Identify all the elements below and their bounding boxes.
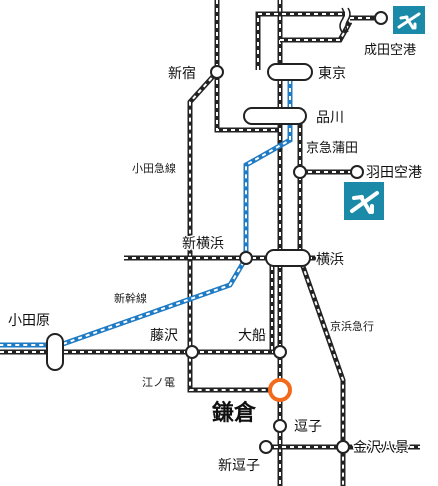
label-shin-yokohama: 新横浜 <box>182 236 224 252</box>
odakyu-line <box>187 70 276 393</box>
label-ofuna: 大船 <box>238 328 266 344</box>
yamanote-west-line <box>214 72 278 133</box>
station-marker-odawara[interactable] <box>46 333 64 371</box>
station-marker-keikyu-kamata[interactable] <box>293 165 307 179</box>
label-tokyo: 東京 <box>318 66 346 82</box>
station-labels: 新宿 東京 品川 京急蒲田 羽田空港 成田空港 新横浜 横浜 小田原 藤沢 大船… <box>7 42 424 476</box>
label-shin-zushi: 新逗子 <box>218 458 260 474</box>
label-fujisawa: 藤沢 <box>150 328 178 344</box>
label-odakyu-line: 小田急線 <box>132 161 176 175</box>
narita-line <box>255 7 380 70</box>
station-marker-narita[interactable] <box>374 11 388 25</box>
station-marker-fujisawa[interactable] <box>185 345 199 359</box>
station-marker-kamakura[interactable] <box>268 378 292 402</box>
station-marker-kanazawa-hakkei[interactable] <box>336 440 350 454</box>
label-odawara: 小田原 <box>8 313 50 329</box>
station-marker-haneda[interactable] <box>350 165 364 179</box>
label-kamakura: 鎌倉 <box>211 400 257 426</box>
station-marker-shin-zushi[interactable] <box>259 440 273 454</box>
station-marker-zushi[interactable] <box>273 419 287 433</box>
station-marker-shinjuku[interactable] <box>210 65 224 79</box>
station-marker-yokohama[interactable] <box>265 249 311 267</box>
haneda-airplane-icon <box>344 182 384 220</box>
label-kanazawa-hakkei: 金沢八景 <box>353 440 409 456</box>
label-yokohama: 横浜 <box>316 252 344 268</box>
label-keikyu-kamata: 京急蒲田 <box>306 141 358 156</box>
label-shinagawa: 品川 <box>316 110 344 126</box>
label-shinjuku: 新宿 <box>168 65 196 82</box>
station-marker-shin-yokohama[interactable] <box>239 251 253 265</box>
station-markers <box>46 11 388 454</box>
label-narita: 成田空港 <box>364 43 416 58</box>
label-keihin-kyuko-line: 京浜急行 <box>330 319 374 333</box>
station-marker-ofuna[interactable] <box>273 345 287 359</box>
keihin-kyuko-line <box>297 120 346 486</box>
line-labels: 小田急線 新幹線 京浜急行 江ノ電 <box>113 160 376 391</box>
station-marker-shinagawa[interactable] <box>243 107 307 125</box>
narita-airplane-icon <box>393 6 425 34</box>
label-haneda: 羽田空港 <box>366 165 422 181</box>
station-marker-tokyo[interactable] <box>267 63 313 81</box>
label-zushi: 逗子 <box>294 419 322 435</box>
label-enoden-line: 江ノ電 <box>142 376 175 389</box>
label-shinkansen-line: 新幹線 <box>114 291 147 305</box>
